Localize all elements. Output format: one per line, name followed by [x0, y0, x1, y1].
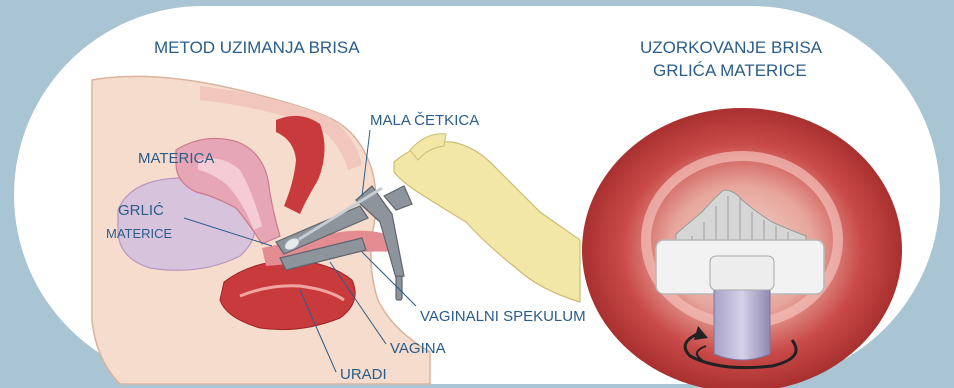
brush-shaft	[714, 282, 770, 360]
label-grlic: GRLIĆ	[118, 202, 164, 220]
title-sampling-line1: UZORKOVANJE BRISA	[640, 38, 822, 58]
gloved-hand	[394, 142, 580, 302]
title-method: METOD UZIMANJA BRISA	[154, 38, 360, 58]
label-vagina: VAGINA	[390, 340, 446, 358]
title-sampling-line2: GRLIĆA MATERICE	[653, 61, 807, 81]
label-mala-cetkica: MALA ČETKICA	[370, 112, 479, 130]
label-materica: MATERICA	[138, 150, 214, 168]
label-vaginalni-spekulum: VAGINALNI SPEKULUM	[420, 308, 586, 326]
label-grlic-materice: MATERICE	[106, 226, 172, 242]
shaft-collar	[710, 256, 774, 290]
label-uradi: URADI	[340, 366, 387, 384]
